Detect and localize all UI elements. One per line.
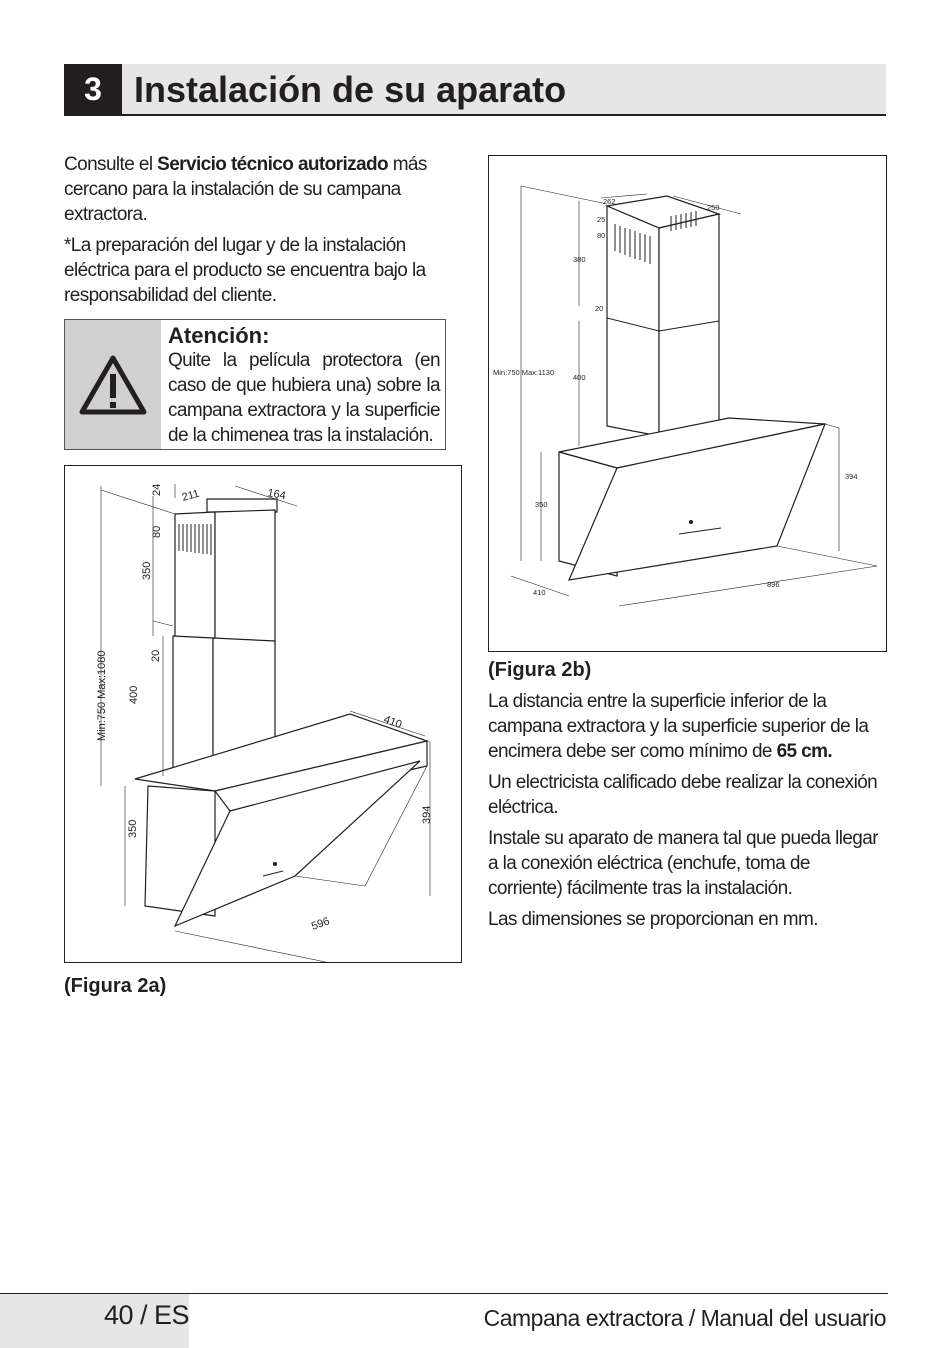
- dim-b-410: 410: [533, 588, 546, 597]
- dim-350-bottom: 350: [127, 820, 139, 838]
- dim-b-262: 262: [603, 197, 616, 206]
- dim-b-250: 250: [707, 203, 720, 212]
- warning-icon-cell: [65, 320, 161, 449]
- units-paragraph: Las dimensiones se proporcionan en mm.: [488, 909, 819, 930]
- attention-body: Quite la película protectora (en caso de…: [168, 350, 441, 446]
- dim-164: 164: [266, 487, 286, 502]
- dim-20: 20: [150, 650, 162, 662]
- electrician-paragraph: Un electricista calificado debe realizar…: [488, 772, 878, 818]
- dim-b-896: 896: [767, 580, 780, 589]
- right-text: La distancia entre la superficie inferio…: [488, 689, 888, 938]
- control-panel-b: [678, 520, 722, 535]
- dim-400: 400: [128, 686, 140, 704]
- warning-triangle-icon: [79, 355, 147, 414]
- dim-211: 211: [181, 488, 201, 504]
- dim-range-a: Min:750 Max:1080: [96, 651, 108, 742]
- figure-2a-caption: (Figura 2a): [64, 975, 167, 997]
- figure-2a: 24 211 164 80 350 20 400 Min:750 Max:108…: [64, 465, 462, 967]
- dim-b-80: 80: [597, 231, 605, 240]
- chimney-top: [206, 498, 278, 513]
- figure-2a-drawing: 24 211 164 80 350 20 400 Min:750 Max:108…: [96, 484, 433, 967]
- dim-24: 24: [151, 484, 163, 496]
- dim-b-380: 380: [573, 255, 586, 264]
- vent-slots: [178, 524, 212, 555]
- chimney-b-front: [658, 213, 720, 437]
- attention-title: Atención:: [168, 323, 270, 348]
- install-paragraph: Instale su aparato de manera tal que pue…: [488, 828, 879, 899]
- dim-596: 596: [310, 915, 331, 933]
- dim-b-25: 25: [597, 215, 605, 224]
- dim-350-top: 350: [141, 562, 153, 580]
- dim-b-400: 400: [573, 373, 586, 382]
- distance-bold: 65 cm.: [776, 741, 833, 762]
- page-number: 40 / ES: [104, 1300, 190, 1330]
- dim-b-20: 20: [595, 304, 603, 313]
- left-intro-text: Consulte el Servicio técnico autorizado …: [64, 152, 462, 314]
- figure-2b: 262 250 25 80 380 20 Min:750 Max:1130 40…: [488, 155, 887, 652]
- figure-2b-caption: (Figura 2b): [488, 659, 592, 681]
- section-title: Instalación de su aparato: [134, 69, 567, 110]
- footer-rule: [0, 1293, 888, 1294]
- dim-394: 394: [421, 806, 433, 824]
- chimney-front-upper: [214, 509, 276, 645]
- footer-doc-title: Campana extractora / Manual del usuario: [483, 1305, 887, 1331]
- section-number: 3: [64, 64, 122, 114]
- chimney-lower-side: [172, 635, 214, 777]
- section-header: 3 Instalación de su aparato: [64, 64, 886, 116]
- dim-80: 80: [151, 526, 163, 538]
- responsibility-paragraph: *La preparación del lugar y de la instal…: [64, 235, 426, 306]
- vent-slots-b: [614, 211, 697, 264]
- figure-2b-drawing: 262 250 25 80 380 20 Min:750 Max:1130 40…: [493, 185, 878, 607]
- dim-b-394: 394: [845, 472, 858, 481]
- intro-paragraph: Consulte el Servicio técnico autorizado …: [64, 154, 427, 225]
- footer-page-box: [0, 1294, 189, 1348]
- control-panel: [262, 862, 284, 877]
- dim-b-range: Min:750 Max:1130: [493, 368, 554, 377]
- dim-b-350: 350: [535, 500, 548, 509]
- attention-box: Atención: Quite la película protectora (…: [64, 319, 446, 450]
- distance-paragraph: La distancia entre la superficie inferio…: [488, 691, 869, 762]
- service-bold: Servicio técnico autorizado: [157, 154, 389, 175]
- dim-410: 410: [382, 714, 403, 732]
